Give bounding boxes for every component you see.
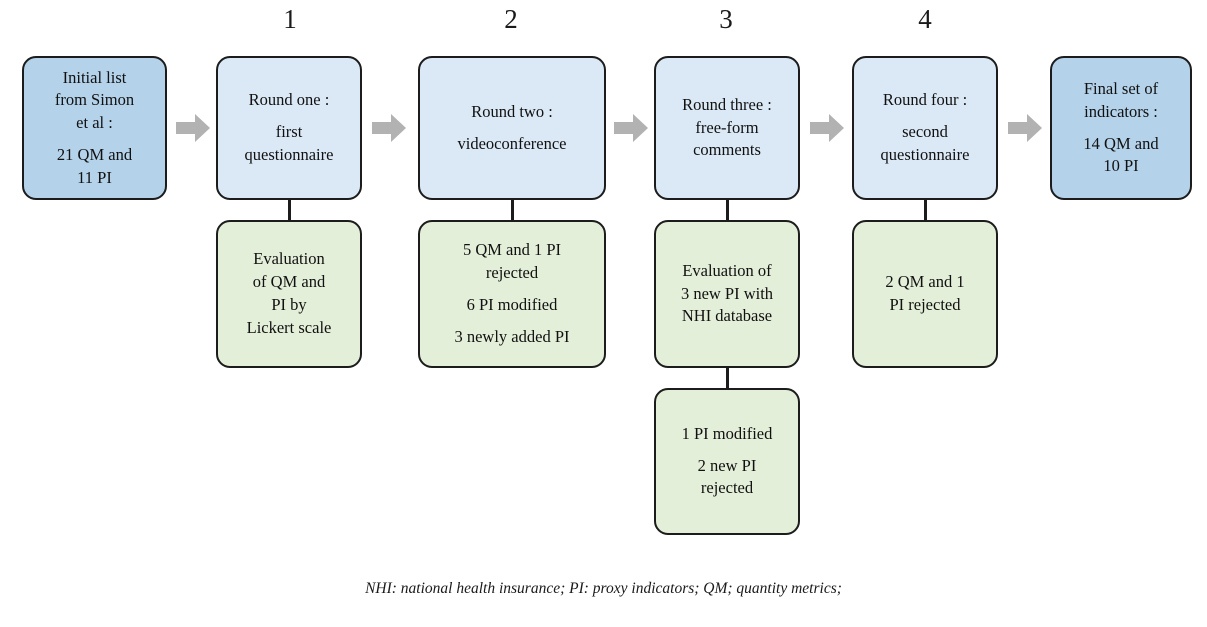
figure-footnote: NHI: national health insurance; PI: prox… [365,580,842,597]
node-text-line: videoconference [457,133,567,153]
node-text-line: questionnaire [244,144,334,164]
node-text-line: Round two : [471,101,553,121]
node-text-line: 21 QM and [56,144,133,164]
node-text-line: PI rejected [889,295,961,314]
node-final-set[interactable]: Final set of indicators : 14 QM and 10 P… [1050,56,1192,200]
node-text-line: rejected [485,263,539,283]
node-text-line: 11 PI [77,167,112,187]
node-round-three-detail[interactable]: Evaluation of 3 new PI with NHI database [654,220,800,368]
right-block-arrow-icon-3 [614,113,648,143]
node-text-line: comments [693,140,761,160]
node-text-line: Round one : [248,90,330,110]
node-text-line: 3 new PI with [680,283,774,303]
column-number-2: 2 [504,4,518,34]
right-block-arrow-icon-1 [176,113,210,143]
node-text-line: Evaluation [253,249,325,269]
node-text-line: first [275,122,303,142]
node-round-two[interactable]: Round two : videoconference [418,56,606,200]
node-text-line: Round three : [682,94,772,114]
connector-round-three [726,199,729,221]
node-text-line: NHI database [681,306,773,326]
node-text-line: Final set of [1083,78,1159,98]
node-text-line: free-form [695,117,759,137]
node-round-three-detail-secondary[interactable]: 1 PI modified 2 new PI rejected [654,388,800,535]
node-text-line: Evaluation of [682,260,772,280]
node-text-line: 6 PI modified [466,295,558,314]
node-text-line: questionnaire [880,144,970,164]
node-round-two-detail[interactable]: 5 QM and 1 PI rejected 6 PI modified 3 n… [418,220,606,368]
node-round-three[interactable]: Round three : free-form comments [654,56,800,200]
node-round-one[interactable]: Round one : first questionnaire [216,56,362,200]
node-text-line: PI by [271,295,307,314]
column-number-4: 4 [918,4,932,34]
connector-round-four [924,199,927,221]
node-text-line: 2 new PI [697,455,757,475]
node-text-line: 1 PI modified [681,423,773,443]
node-text-line: of QM and [252,272,326,292]
node-text-line: Lickert scale [246,317,332,337]
node-round-four[interactable]: Round four : second questionnaire [852,56,998,200]
node-round-one-detail[interactable]: Evaluation of QM and PI by Lickert scale [216,220,362,368]
node-initial-list[interactable]: Initial list from Simon et al : 21 QM an… [22,56,167,200]
column-number-3: 3 [719,4,733,34]
right-block-arrow-icon-5 [1008,113,1042,143]
node-text-line: Round four : [882,90,968,110]
node-text-line: Initial list [62,67,127,87]
right-block-arrow-icon-2 [372,113,406,143]
right-block-arrow-icon-4 [810,113,844,143]
node-text-line: 2 QM and 1 [885,272,965,292]
node-text-line: 3 newly added PI [454,326,570,346]
node-text-line: second [902,122,948,142]
connector-round-three-detail [726,367,729,389]
connector-round-one [288,199,291,221]
node-text-line: 5 QM and 1 PI [462,240,562,260]
node-text-line: 10 PI [1103,156,1139,176]
node-text-line: from Simon [54,90,135,110]
node-round-four-detail[interactable]: 2 QM and 1 PI rejected [852,220,998,368]
connector-round-two [511,199,514,221]
node-text-line: 14 QM and [1083,133,1159,153]
column-number-1: 1 [283,4,297,34]
node-text-line: rejected [700,478,754,498]
node-text-line: indicators : [1084,101,1158,121]
node-text-line: et al : [76,113,113,133]
